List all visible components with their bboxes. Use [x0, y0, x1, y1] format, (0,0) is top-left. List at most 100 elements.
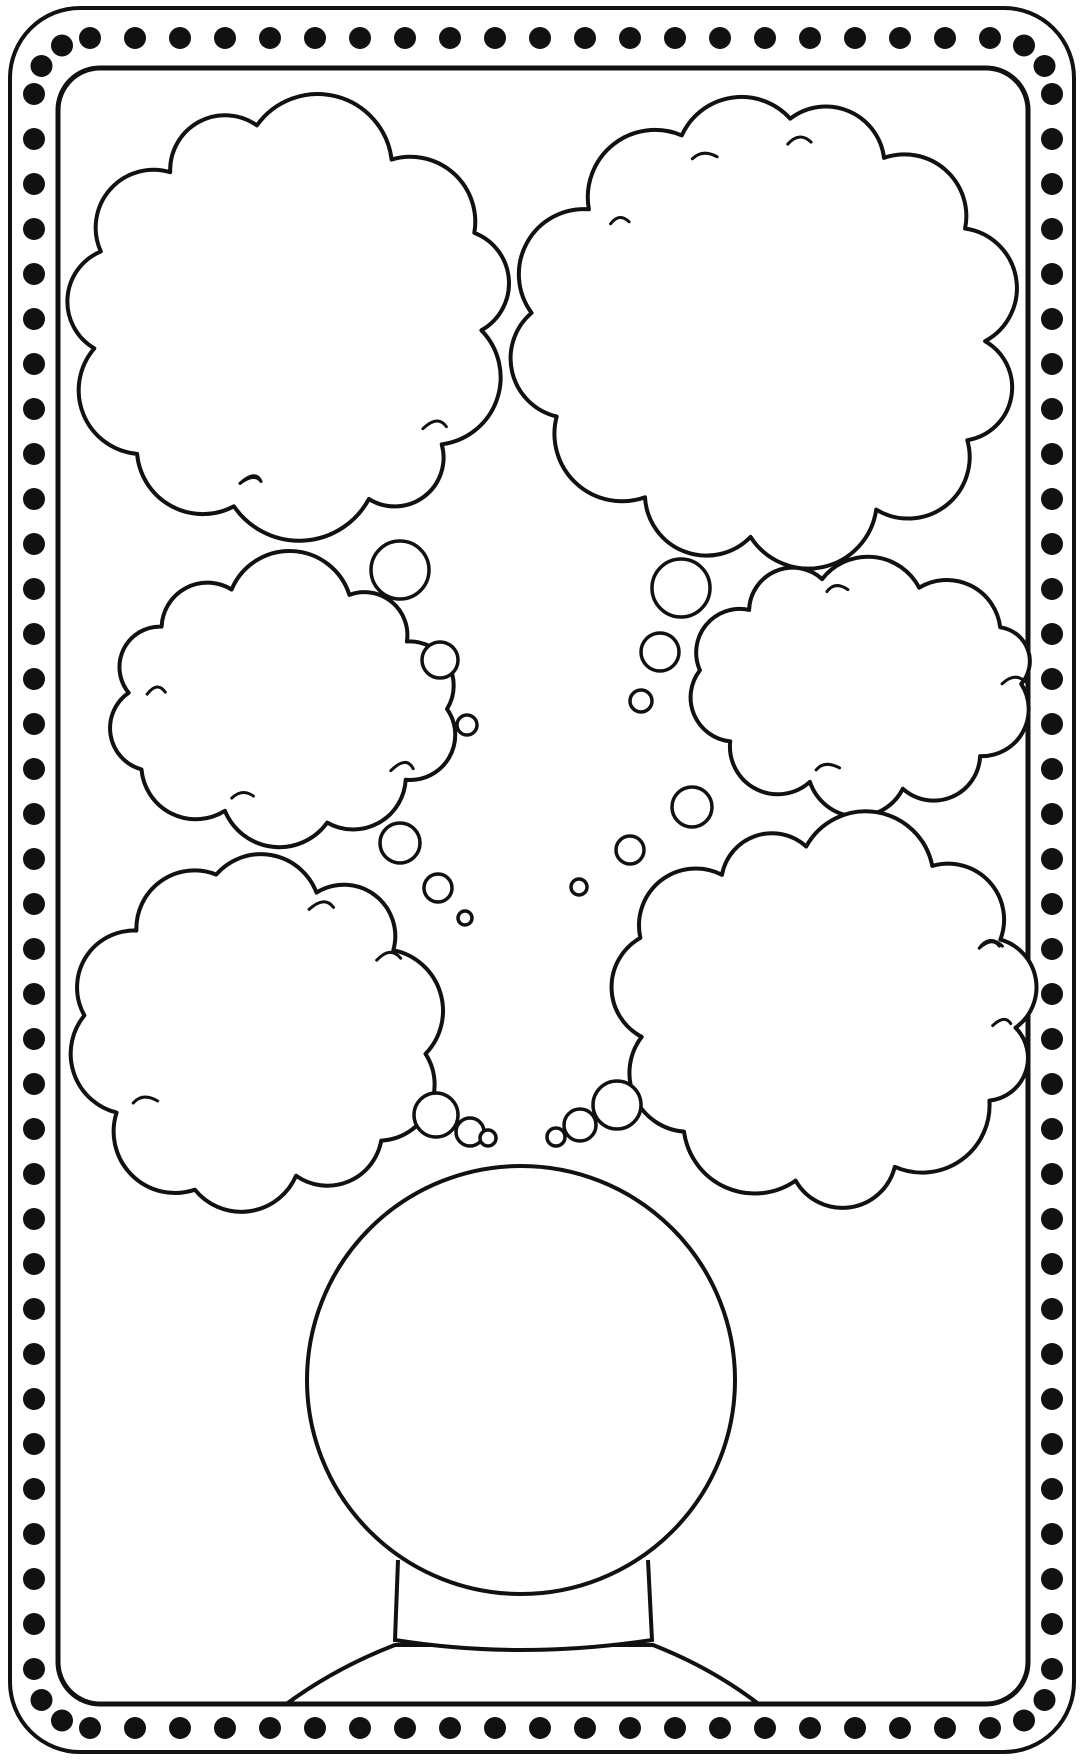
border-dot: [214, 1717, 236, 1739]
border-dot: [259, 1717, 281, 1739]
border-dot: [1041, 173, 1063, 195]
border-dot: [23, 1433, 45, 1455]
border-dot: [23, 1478, 45, 1500]
border-dot: [1041, 1253, 1063, 1275]
border-dot: [1041, 713, 1063, 735]
border-dot: [23, 578, 45, 600]
border-dot: [709, 27, 731, 49]
border-dot: [1041, 758, 1063, 780]
thought-bubble-circle: [458, 911, 472, 925]
border-dot: [1041, 1298, 1063, 1320]
border-dot: [979, 1717, 1001, 1739]
border-dot: [23, 1658, 45, 1680]
border-dot: [1041, 218, 1063, 240]
border-dot: [1041, 623, 1063, 645]
border-dot: [23, 848, 45, 870]
border-dot: [23, 218, 45, 240]
border-dot: [1041, 848, 1063, 870]
border-dot: [889, 27, 911, 49]
border-dot: [124, 1717, 146, 1739]
thought-bubble-circle: [371, 541, 429, 599]
border-dot: [1013, 35, 1035, 57]
border-dot: [79, 27, 101, 49]
border-dot: [1041, 353, 1063, 375]
border-dot: [1041, 578, 1063, 600]
thought-bubble-circle: [480, 1130, 496, 1146]
border-dot: [23, 1613, 45, 1635]
border-dot: [889, 1717, 911, 1739]
border-dot: [31, 1689, 53, 1711]
thought-bubble-circle: [630, 690, 652, 712]
border-dot: [754, 1717, 776, 1739]
border-dot: [529, 1717, 551, 1739]
border-dot: [23, 893, 45, 915]
border-dot: [1041, 1208, 1063, 1230]
cloud-middle-right: [691, 557, 1030, 817]
border-dot: [23, 128, 45, 150]
border-dot: [304, 27, 326, 49]
border-dot: [23, 803, 45, 825]
thought-bubble-circle: [564, 1109, 596, 1141]
person-figure: [285, 1166, 760, 1705]
border-dot: [619, 1717, 641, 1739]
border-dot: [349, 1717, 371, 1739]
border-dot: [23, 488, 45, 510]
border-dot: [1034, 1689, 1056, 1711]
border-dot: [1041, 1073, 1063, 1095]
border-dot: [23, 308, 45, 330]
border-dot: [529, 27, 551, 49]
thought-bubble-circle: [414, 1093, 458, 1137]
thought-bubble-circle: [593, 1081, 641, 1129]
border-dot: [23, 1523, 45, 1545]
thought-bubble-circle: [652, 559, 710, 617]
thought-bubble-circle: [672, 787, 712, 827]
border-dot: [23, 1073, 45, 1095]
border-dot: [1041, 803, 1063, 825]
border-dot: [23, 1298, 45, 1320]
border-dot: [1041, 83, 1063, 105]
border-dot: [1034, 55, 1056, 77]
border-dot: [124, 27, 146, 49]
border-dot: [23, 1343, 45, 1365]
cloud-bottom-right: [612, 811, 1037, 1208]
border-dot: [51, 35, 73, 57]
border-dot: [259, 27, 281, 49]
border-dot: [1041, 1163, 1063, 1185]
border-dot: [169, 1717, 191, 1739]
border-dot: [574, 1717, 596, 1739]
border-dot: [23, 713, 45, 735]
thought-bubble-circle: [616, 836, 644, 864]
border-dot: [23, 758, 45, 780]
thought-clouds: [67, 94, 1036, 1212]
border-dot: [844, 1717, 866, 1739]
border-dot: [23, 353, 45, 375]
border-dot: [934, 1717, 956, 1739]
border-dot: [23, 983, 45, 1005]
head-circle: [307, 1166, 735, 1594]
border-dot: [484, 1717, 506, 1739]
border-dot: [394, 27, 416, 49]
border-dot: [1041, 1433, 1063, 1455]
border-dot: [304, 1717, 326, 1739]
border-dot: [934, 27, 956, 49]
thought-bubble-circle: [380, 823, 420, 863]
border-dot: [23, 263, 45, 285]
border-dot: [439, 1717, 461, 1739]
border-dot: [1041, 398, 1063, 420]
border-dot: [1041, 488, 1063, 510]
border-dot: [23, 1208, 45, 1230]
border-dot: [439, 27, 461, 49]
border-dot: [799, 27, 821, 49]
border-dot: [23, 1388, 45, 1410]
border-dot: [1041, 1343, 1063, 1365]
border-dot: [23, 398, 45, 420]
border-dot: [1013, 1710, 1035, 1732]
thought-bubble-circle: [547, 1128, 565, 1146]
border-dot: [619, 27, 641, 49]
cloud-top-right: [511, 97, 1017, 569]
border-dot: [1041, 1568, 1063, 1590]
border-dot: [1041, 893, 1063, 915]
border-dot: [1041, 668, 1063, 690]
